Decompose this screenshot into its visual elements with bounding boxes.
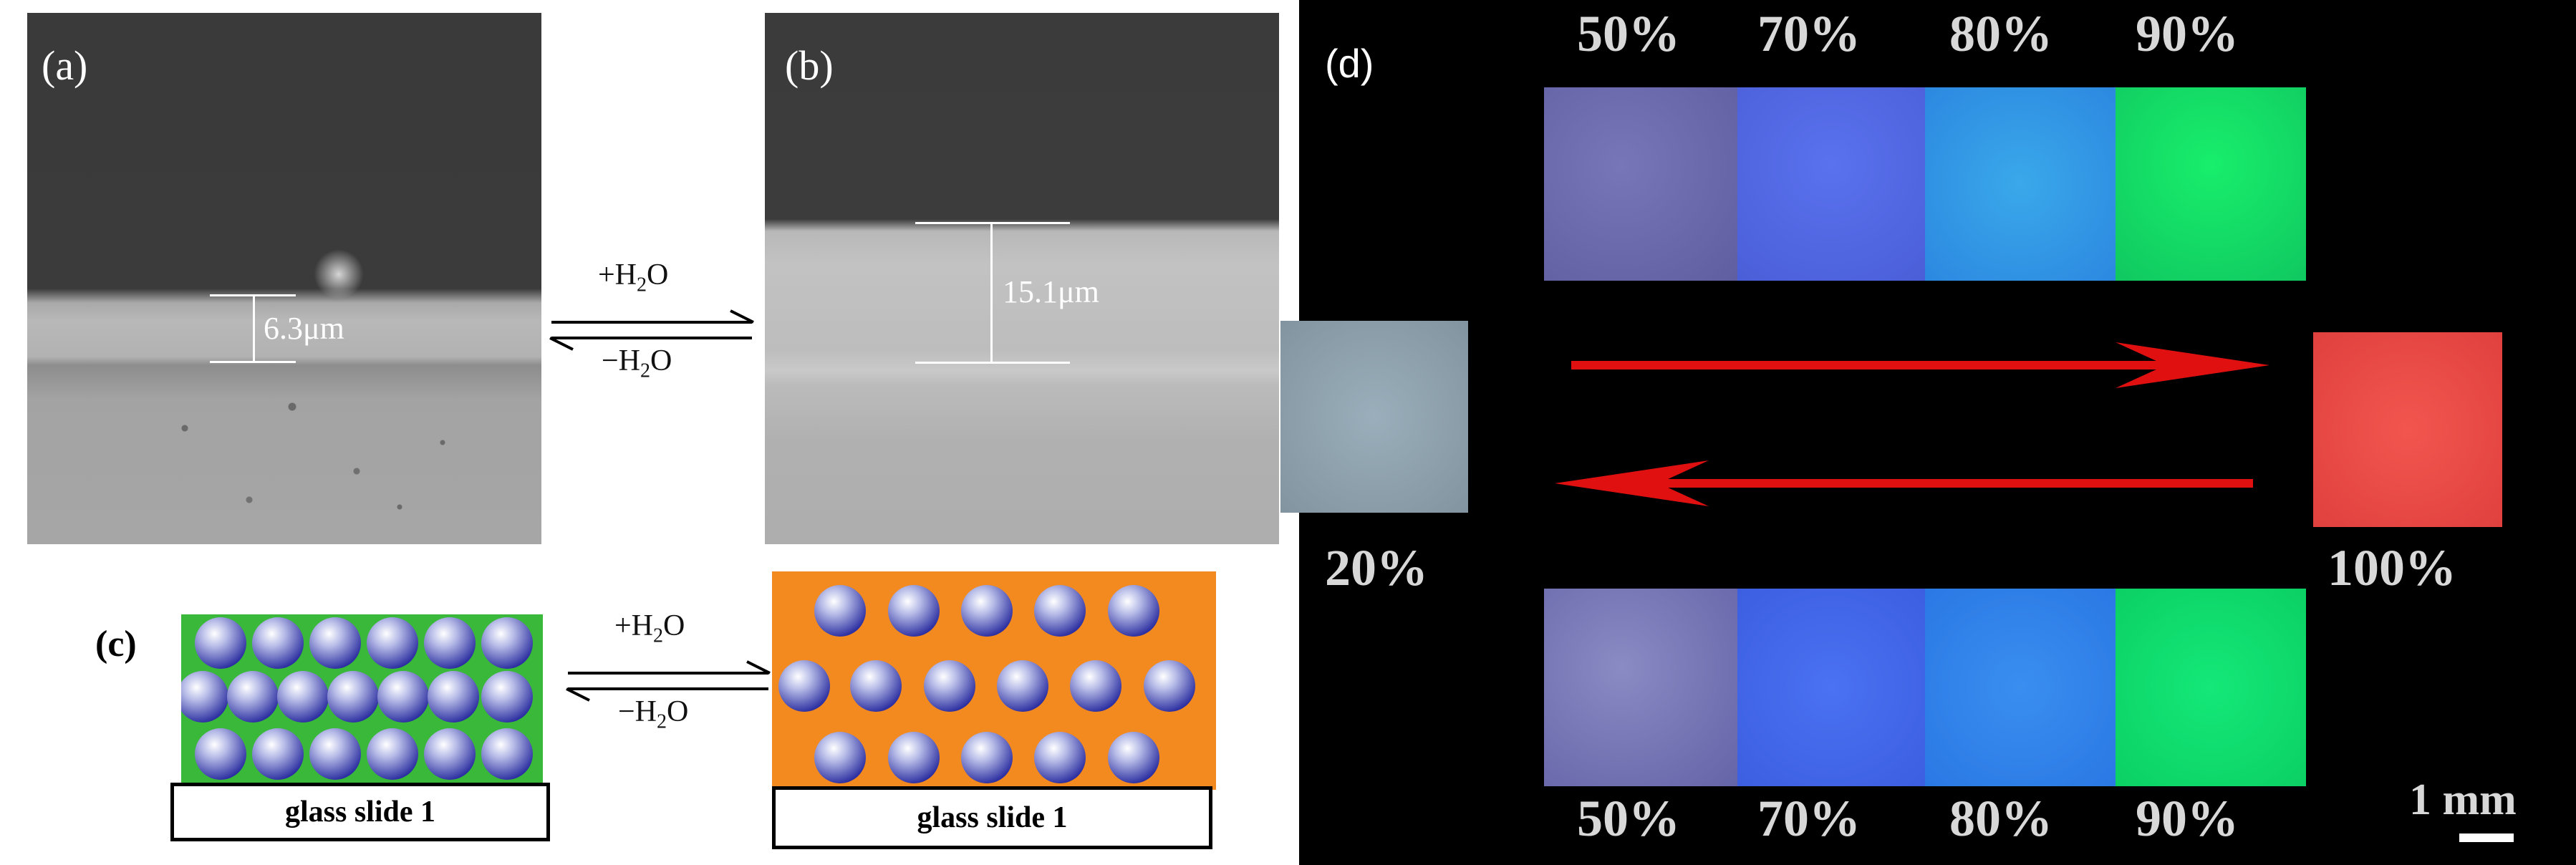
arrow-left-icon [1555,460,2253,506]
sem-image-a: (a) 6.3μm [27,13,541,544]
swatch-100 [2313,332,2502,527]
panel-label-b: (b) [785,42,834,89]
scale-bar-label: 1 mm [2409,775,2517,824]
swatch-bottom-80 [1925,589,2116,786]
eq-c-arrows-icon [566,660,771,702]
glass-slide-dry: glass slide 1 [170,783,550,841]
swatch-bottom-50 [1544,589,1737,786]
panel-label-d: (d) [1325,41,1374,86]
top-label-80: 80% [1949,5,2052,62]
dry-spheres [181,617,533,780]
panel-c: (c) glass slide 1 +H2O [27,559,1280,859]
arrow-right-icon [1571,342,2269,388]
swatch-top-50 [1544,87,1737,281]
swatch-bottom-90 [2116,589,2306,786]
eq-c-forward-label: +H2O [614,609,685,647]
wet-particle-layer [772,571,1216,790]
top-label-70: 70% [1757,5,1861,62]
swatch-20 [1280,321,1468,513]
eq-ab-arrows-icon [549,309,754,351]
bottom-label-70: 70% [1757,790,1861,847]
dry-particle-layer [181,614,543,786]
scale-bar [2459,833,2514,842]
label-100: 100% [2327,539,2456,596]
bottom-label-50: 50% [1577,790,1680,847]
equilibrium-c: +H2O −H2O [561,594,776,752]
panel-d: (d) 50% 70% 80% 90% 20% 100% 50% 70% 80%… [1280,0,2576,865]
swatch-top-80 [1925,87,2116,281]
sem-specks [99,385,529,528]
bottom-label-80: 80% [1949,790,2052,847]
bottom-label-90: 90% [2136,790,2239,847]
label-20: 20% [1325,539,1428,596]
eq-ab-forward-label: +H2O [598,258,669,296]
glass-slide-wet: glass slide 1 [772,786,1212,849]
panel-label-c: (c) [95,624,137,665]
top-label-50: 50% [1577,5,1680,62]
wet-spheres [778,585,1195,783]
thickness-value-a: 6.3μm [264,311,344,346]
thickness-marker-a: 6.3μm [210,294,344,363]
equilibrium-ab: +H2O −H2O [544,243,759,401]
thickness-value-b: 15.1μm [1003,274,1099,309]
thickness-marker-b: 15.1μm [915,222,1099,364]
swatch-top-70 [1737,87,1925,281]
panel-label-a: (a) [42,42,88,89]
sem-image-b: (b) 15.1μm [765,13,1279,544]
swatch-bottom-70 [1737,589,1925,786]
eq-ab-reverse-label: −H2O [602,344,672,382]
eq-c-reverse-label: −H2O [618,695,689,733]
sem-bright-spot [314,249,364,299]
swatch-top-90 [2116,87,2306,281]
top-label-90: 90% [2136,5,2239,62]
